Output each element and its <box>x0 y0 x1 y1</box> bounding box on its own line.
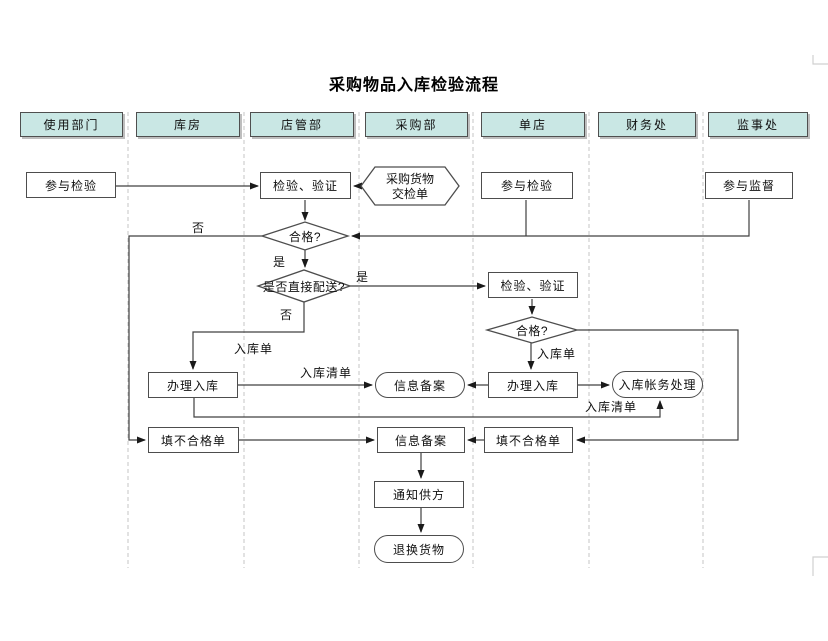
label-purchase-goods-form: 采购货物 交检单 <box>368 170 452 203</box>
decision-qualified-2 <box>484 316 580 344</box>
lane-header-use-department: 使用部门 <box>20 112 123 137</box>
edge-label-no-2: 否 <box>280 308 294 322</box>
lane-header-store-mgmt: 店管部 <box>250 112 354 137</box>
node-warehousing-accounting: 入库帐务处理 <box>612 371 703 398</box>
page-corner-marks <box>812 55 828 576</box>
lane-header-warehouse: 库房 <box>136 112 240 137</box>
label-purchase-goods-form-line1: 采购货物 <box>385 171 434 186</box>
label-purchase-goods-form-line2: 交检单 <box>391 186 428 201</box>
edge-supervise-to-qualified1 <box>351 200 750 240</box>
node-fill-reject-form-warehouse: 填不合格单 <box>148 427 239 453</box>
edge-label-no-1: 否 <box>192 221 206 235</box>
node-return-exchange-goods: 退换货物 <box>374 535 464 563</box>
node-information-filing-bottom: 信息备案 <box>377 427 465 453</box>
node-process-warehousing-warehouse: 办理入库 <box>148 372 238 398</box>
page-title: 采购物品入库检验流程 <box>328 77 499 94</box>
hexagon-inspection-form <box>360 166 460 206</box>
node-information-filing-mid: 信息备案 <box>375 372 465 398</box>
decision-direct-delivery <box>256 269 352 303</box>
node-participate-supervision: 参与监督 <box>705 172 793 199</box>
node-notify-supplier: 通知供方 <box>374 481 464 508</box>
edge-label-warehouse-entry-form-1: 入库单 <box>234 342 274 356</box>
edge-label-yes-1: 是 <box>273 255 287 269</box>
node-inspect-verify-store: 检验、验证 <box>260 172 351 199</box>
node-participate-inspection-shop: 参与检验 <box>481 172 573 199</box>
node-participate-inspection-user: 参与检验 <box>26 172 116 198</box>
edge-label-warehouse-entry-list-2: 入库清单 <box>585 400 638 414</box>
edge-list-to-accounting <box>193 398 664 418</box>
lane-header-single-shop: 单店 <box>481 112 585 137</box>
lane-dividers <box>127 112 704 568</box>
lane-header-purchasing: 采购部 <box>365 112 468 137</box>
node-inspect-verify-shop: 检验、验证 <box>488 272 578 298</box>
node-fill-reject-form-shop: 填不合格单 <box>484 427 573 453</box>
node-process-warehousing-shop: 办理入库 <box>488 372 578 398</box>
lane-header-finance: 财务处 <box>598 112 696 137</box>
edge-label-yes-2: 是 <box>356 270 370 284</box>
edge-qualified2-no <box>576 329 739 444</box>
edge-label-warehouse-entry-form-2: 入库单 <box>537 347 577 361</box>
label-qualified-1: 合格? <box>288 230 322 244</box>
label-direct-delivery: 是否直接配送? <box>262 280 346 294</box>
lane-header-supervisory: 监事处 <box>708 112 808 137</box>
edge-label-warehouse-entry-list-1: 入库清单 <box>300 366 353 380</box>
label-qualified-2: 合格? <box>515 324 549 338</box>
decision-qualified-1 <box>259 221 351 251</box>
edge-direct-delivery-no <box>189 302 305 370</box>
edge-qualified1-no <box>128 235 262 444</box>
